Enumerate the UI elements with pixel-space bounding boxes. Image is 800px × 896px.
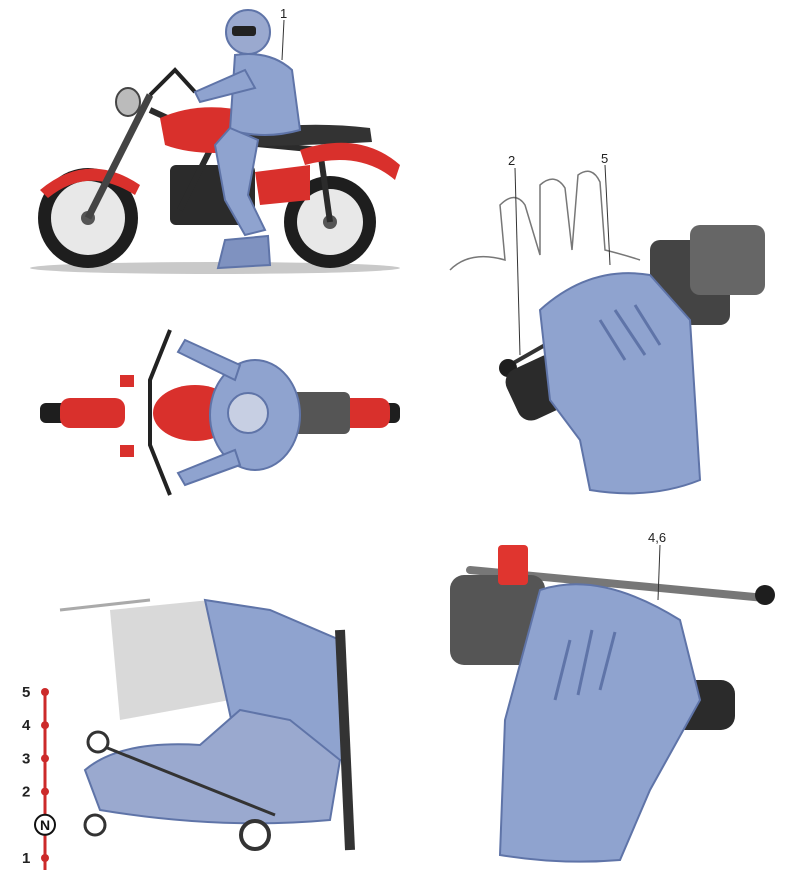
top-seat: [290, 392, 350, 434]
rider-boot-shift: [83, 708, 342, 825]
callout-4-6: 4,6: [648, 530, 666, 545]
kill-switch: [498, 545, 528, 585]
throttle-hand-panel: 4,6: [450, 530, 775, 863]
shift-lever-tip-lower: [83, 813, 107, 837]
gear-tick-2: [41, 787, 49, 796]
top-view-panel: [40, 329, 400, 496]
gear-label-3: 3: [22, 750, 30, 767]
switch-housing-right: [450, 575, 545, 665]
hand-outline-released: [449, 170, 641, 271]
handlebar: [148, 67, 197, 97]
front-fender: [40, 168, 140, 198]
callout-line-4-6: [657, 544, 661, 601]
right-glove: [498, 583, 702, 863]
rider-arm: [193, 68, 257, 104]
gear-tick-4: [41, 721, 49, 730]
gear-tick-5: [41, 688, 49, 696]
rider-boot: [216, 234, 272, 270]
rider-torso: [228, 53, 302, 136]
side-view-panel: 1: [30, 6, 400, 274]
gear-tick-3: [41, 754, 49, 763]
shift-lever: [99, 743, 276, 817]
clutch-hand-panel: 2 5: [449, 151, 765, 495]
callout-5: 5: [601, 151, 608, 166]
gear-label-2: 2: [22, 784, 30, 801]
left-glove: [538, 272, 702, 495]
gear-label-N: N: [40, 817, 50, 833]
top-handlebar: [148, 329, 172, 496]
ground-shadow: [30, 262, 400, 274]
headlight: [115, 87, 141, 117]
callout-line-5: [604, 164, 611, 266]
callout-2: 2: [508, 153, 515, 168]
gear-neutral-marker: [34, 813, 56, 836]
side-cover: [255, 165, 310, 205]
gear-label-5: 5: [22, 684, 30, 701]
rider-side: [193, 9, 302, 270]
gear-label-4: 4: [22, 717, 31, 734]
gear-tick-1: [41, 854, 49, 862]
rider-leg: [213, 126, 267, 237]
rider-top-arm-lower: [176, 448, 242, 487]
engine-sketch: [110, 600, 230, 720]
callout-1: 1: [280, 6, 287, 21]
rider-top-arm-upper: [176, 338, 242, 382]
top-rear-fender: [340, 398, 390, 428]
gear-scale: 5 4 3 2N 1: [22, 684, 56, 870]
shift-pivot: [239, 819, 271, 851]
gear-label-1: 1: [22, 850, 30, 867]
rider-top-helmet: [227, 392, 269, 434]
callout-line-1: [281, 19, 285, 61]
top-front-fender: [60, 398, 125, 428]
front-fork: [84, 93, 154, 220]
rear-fender: [300, 142, 400, 180]
rider-top: [176, 338, 301, 487]
callout-line-2: [514, 167, 521, 356]
gear-shift-panel: [59, 598, 355, 851]
shift-lever-tip-upper: [86, 730, 110, 754]
brake-lever-ball: [755, 585, 775, 605]
